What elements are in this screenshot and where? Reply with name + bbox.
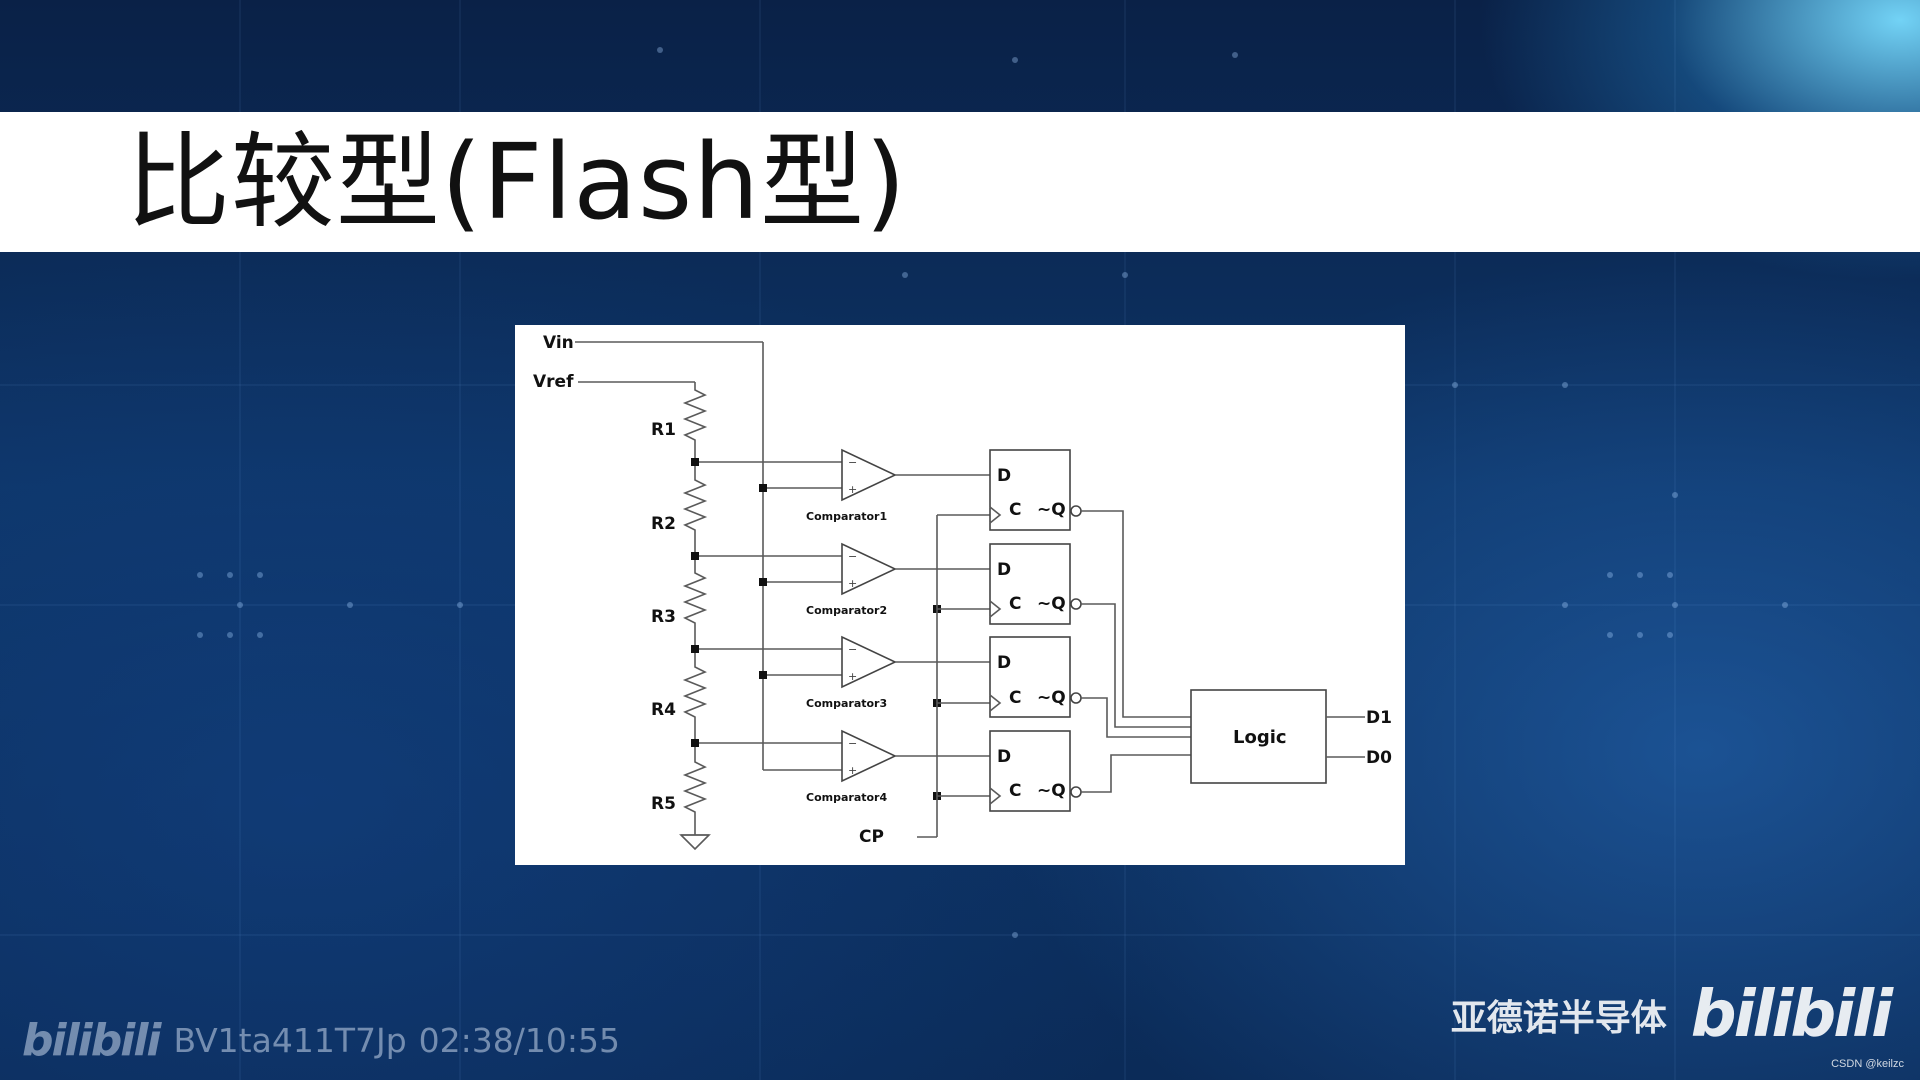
svg-text:+: +: [848, 670, 857, 683]
svg-text:+: +: [848, 483, 857, 496]
comparator-label: Comparator2: [806, 604, 887, 617]
ff-d-pin: D: [997, 653, 1011, 673]
bilibili-logo-icon: bilibili: [22, 1014, 161, 1066]
clock-bus: [917, 514, 990, 838]
resistor-label: R5: [651, 794, 676, 814]
comparator-4: − +: [841, 729, 990, 783]
csdn-credit: CSDN @keilzc: [1831, 1058, 1904, 1070]
resistor-label: R2: [651, 514, 676, 534]
slide-title: 比较型(Flash型): [126, 121, 907, 243]
ff-c-pin: C: [1009, 594, 1021, 614]
ff-d-pin: D: [997, 560, 1011, 580]
ff-d-pin: D: [997, 466, 1011, 486]
flipflop-1: [989, 449, 1082, 531]
player-watermark: bilibili BV1ta411T7Jp 02:38/10:55: [22, 1010, 620, 1070]
ff-d-pin: D: [997, 747, 1011, 767]
comparator-label: Comparator1: [806, 510, 887, 523]
svg-text:−: −: [848, 643, 857, 656]
playback-time: 02:38/10:55: [418, 1020, 620, 1060]
flipflop-3: [989, 636, 1082, 718]
comparator-1: − +: [841, 448, 990, 502]
ff-c-pin: C: [1009, 688, 1021, 708]
ff-qn-pin: ~Q: [1037, 594, 1066, 614]
flash-adc-diagram: − + − + − + − +: [515, 325, 1405, 865]
output-label-d1: D1: [1366, 708, 1392, 728]
resistor-ladder: [679, 382, 711, 851]
vref-label: Vref: [533, 372, 574, 392]
ff-c-pin: C: [1009, 500, 1021, 520]
cp-label: CP: [859, 827, 884, 847]
logic-input-wires: [1081, 510, 1191, 793]
title-band: [0, 112, 1920, 252]
logic-label: Logic: [1233, 727, 1287, 748]
ff-c-pin: C: [1009, 781, 1021, 801]
flipflop-2: [989, 543, 1082, 625]
comparator-2: − +: [841, 542, 990, 596]
svg-text:+: +: [848, 764, 857, 777]
resistor-label: R4: [651, 700, 676, 720]
resistor-label: R3: [651, 607, 676, 627]
output-label-d0: D0: [1366, 748, 1392, 768]
flipflop-4: [989, 730, 1082, 812]
comparator-label: Comparator3: [806, 697, 887, 710]
svg-text:−: −: [848, 456, 857, 469]
comparator-label: Comparator4: [806, 791, 887, 804]
bilibili-brand-logo-icon: bilibili: [1690, 978, 1893, 1052]
ff-qn-pin: ~Q: [1037, 500, 1066, 520]
svg-text:+: +: [848, 577, 857, 590]
vin-label: Vin: [543, 333, 574, 353]
svg-text:−: −: [848, 737, 857, 750]
channel-name: 亚德诺半导体: [1450, 998, 1667, 1039]
ff-qn-pin: ~Q: [1037, 688, 1066, 708]
video-id: BV1ta411T7Jp: [173, 1020, 407, 1060]
vin-taps: [763, 487, 842, 771]
resistor-label: R1: [651, 420, 676, 440]
channel-branding: 亚德诺半导体 bilibili: [1450, 975, 1893, 1055]
logic-block: [1190, 689, 1327, 784]
ff-qn-pin: ~Q: [1037, 781, 1066, 801]
reference-taps: [695, 461, 842, 744]
svg-text:−: −: [848, 550, 857, 563]
comparator-3: − +: [841, 635, 990, 689]
